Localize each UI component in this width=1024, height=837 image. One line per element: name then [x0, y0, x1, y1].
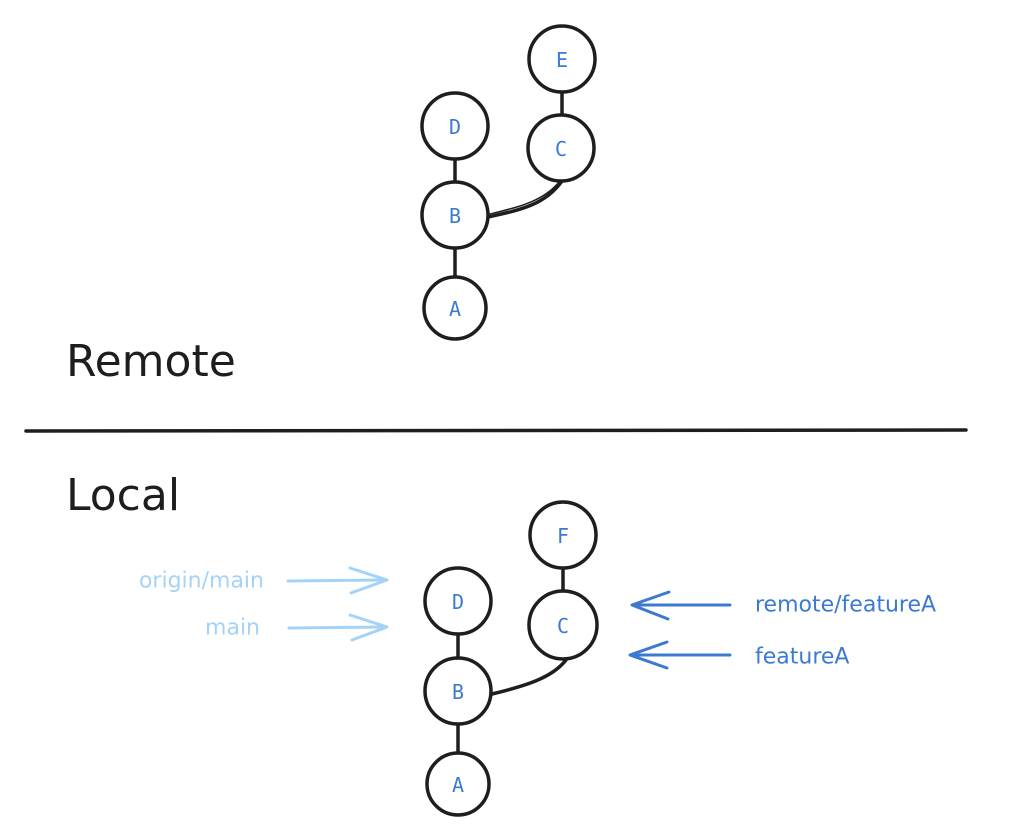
commit-label: B	[449, 204, 461, 228]
branch-label: remote/featureA	[755, 593, 936, 618]
commit-label: B	[452, 680, 464, 704]
commit-node-c[interactable]: C	[527, 589, 599, 661]
commit-node-b[interactable]: B	[420, 180, 490, 250]
local-section-title: Local	[66, 470, 180, 521]
branch-pointer-main[interactable]: main	[205, 613, 389, 642]
commit-label: D	[452, 590, 464, 614]
commit-label: A	[449, 297, 461, 321]
branch-label: main	[205, 616, 260, 641]
local-graph: A B D C F	[423, 500, 599, 817]
edge-remote-b-c-sketch	[485, 180, 561, 216]
commit-label: A	[452, 773, 464, 797]
commit-label: C	[557, 614, 569, 638]
commit-node-d[interactable]: D	[420, 91, 490, 161]
branch-label: origin/main	[139, 569, 264, 594]
branch-pointer-origin-main[interactable]: origin/main	[139, 566, 389, 595]
commit-node-e[interactable]: E	[527, 24, 597, 94]
commit-node-c[interactable]: C	[526, 113, 596, 183]
arrow-right-icon	[287, 613, 389, 642]
commit-label: C	[555, 137, 567, 161]
commit-node-d[interactable]: D	[423, 566, 493, 636]
section-divider	[24, 428, 968, 433]
arrow-left-icon	[628, 640, 732, 670]
commit-node-f[interactable]: F	[528, 500, 598, 570]
commit-label: E	[556, 48, 568, 72]
branch-label: featureA	[755, 645, 849, 670]
commit-label: D	[449, 115, 461, 139]
commit-node-a[interactable]: A	[425, 751, 491, 817]
commit-label: F	[557, 524, 569, 548]
arrow-left-icon	[630, 590, 732, 621]
remote-graph: A B D C E	[420, 24, 597, 341]
arrow-right-icon	[286, 566, 389, 595]
commit-node-a[interactable]: A	[422, 275, 488, 341]
edge-local-b-c	[490, 658, 568, 696]
edge-remote-b-c	[486, 179, 564, 219]
branch-pointer-featurea[interactable]: featureA	[628, 640, 849, 670]
commit-node-b[interactable]: B	[423, 656, 493, 726]
remote-section-title: Remote	[66, 336, 236, 387]
branch-pointer-remote-featurea[interactable]: remote/featureA	[630, 590, 936, 621]
